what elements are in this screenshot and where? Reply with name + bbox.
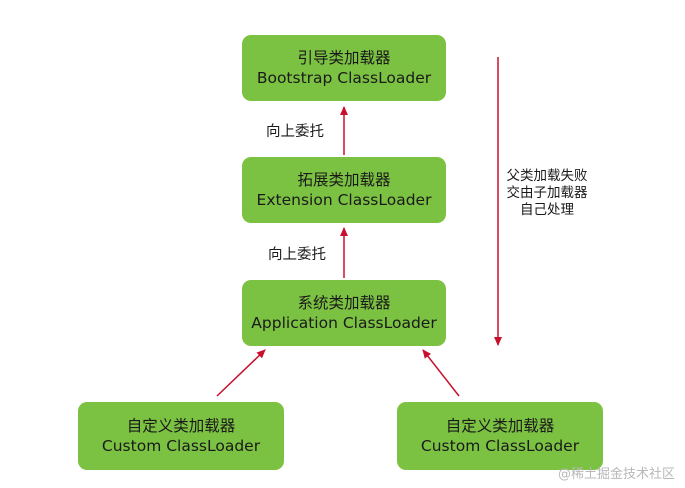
custom-classloader-left-node: 自定义类加载器 Custom ClassLoader — [78, 402, 284, 470]
side-note-line1: 父类加载失败 — [506, 168, 588, 184]
application-classloader-node: 系统类加载器 Application ClassLoader — [242, 280, 446, 346]
extension-classloader-node: 拓展类加载器 Extension ClassLoader — [242, 157, 446, 223]
custom-classloader-right-node: 自定义类加载器 Custom ClassLoader — [397, 402, 603, 470]
custom-right-title: 自定义类加载器 — [445, 417, 555, 435]
extension-subtitle: Extension ClassLoader — [256, 191, 432, 209]
custom-left-title: 自定义类加载器 — [126, 417, 236, 435]
side-note-line2: 交由子加载器 — [506, 185, 588, 201]
bootstrap-classloader-node: 引导类加载器 Bootstrap ClassLoader — [242, 35, 446, 101]
bootstrap-subtitle: Bootstrap ClassLoader — [256, 69, 432, 87]
arrow-custom-right-to-application — [422, 349, 460, 397]
watermark: @稀土掘金技术社区 — [557, 467, 675, 482]
parent-failure-note: 父类加载失败 交由子加载器 自己处理 — [503, 168, 591, 219]
arrow-custom-left-to-application — [216, 349, 266, 397]
delegate-lower-label: 向上委托 — [268, 247, 326, 263]
custom-right-subtitle: Custom ClassLoader — [420, 437, 580, 455]
side-note-line3: 自己处理 — [520, 202, 574, 218]
delegate-upper-label: 向上委托 — [266, 124, 324, 140]
application-title: 系统类加载器 — [297, 294, 391, 312]
application-subtitle: Application ClassLoader — [251, 314, 437, 332]
custom-left-subtitle: Custom ClassLoader — [101, 437, 261, 455]
bootstrap-title: 引导类加载器 — [297, 49, 391, 67]
extension-title: 拓展类加载器 — [297, 171, 391, 189]
